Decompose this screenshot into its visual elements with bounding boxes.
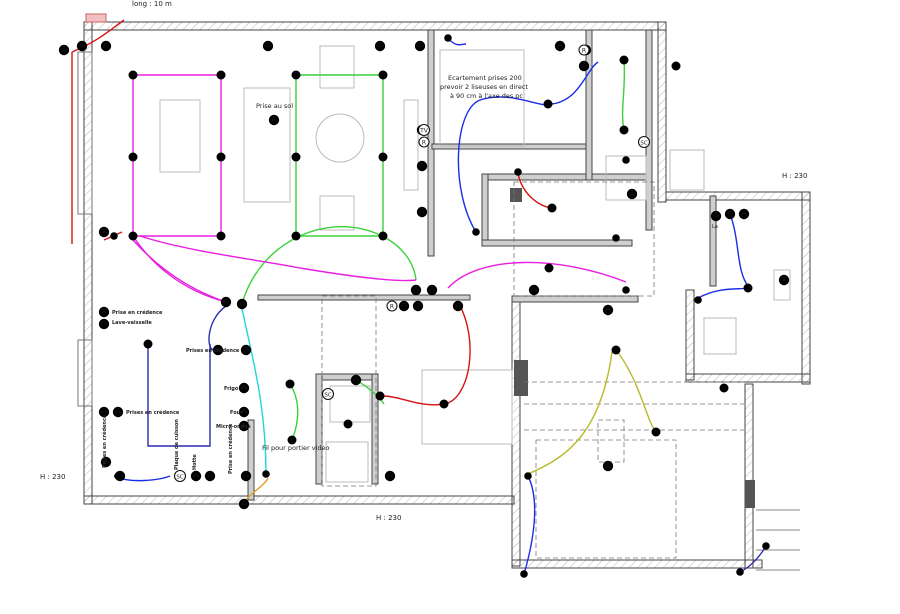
network-outlet-label-2: R: [390, 304, 394, 311]
height-left: H : 230: [40, 473, 65, 481]
furniture: [159, 45, 791, 483]
label-credence-5: Prise en crédence: [227, 423, 234, 474]
network-outlet-label-3: R: [582, 48, 586, 55]
label-oven: Four: [230, 410, 243, 416]
outer-walls: [77, 13, 811, 569]
note-spacing-2: prevoir 2 liseuses en direct: [440, 83, 528, 91]
label-hob: Plaque de cuisson: [174, 419, 180, 470]
label-hood: Hotte: [192, 454, 198, 470]
plan-title: long : 10 m: [132, 0, 172, 8]
label-microwave: Micro-ondes: [216, 424, 251, 430]
sc-outlet-label-3: SC: [640, 141, 647, 147]
note-floor-socket: Prise au sol: [256, 102, 293, 110]
note-video-wire: Fil pour portier video: [262, 444, 330, 452]
label-credence-1: Prise en crédence: [112, 309, 163, 316]
inner-walls: [247, 29, 755, 508]
label-dishwasher: Lave-vaisselle: [112, 320, 152, 326]
network-outlet-label: R: [422, 140, 426, 147]
sc-outlet-label: SC: [176, 475, 183, 481]
tv-outlet-label: TV: [419, 128, 429, 135]
height-bottom: H : 230: [376, 514, 401, 522]
lettered-symbols: TV R R R SC SC SC La: [173, 44, 718, 483]
power-sockets: [58, 40, 790, 510]
label-credence-3: Prises en crédence: [126, 409, 180, 416]
label-credence-4: Prises en crédence: [101, 414, 108, 468]
sc-outlet-label-2: SC: [324, 393, 331, 399]
height-right: H : 230: [782, 172, 807, 180]
label-fridge: Frigo: [224, 386, 239, 392]
dashed-outlines: [321, 181, 800, 571]
note-spacing-3: à 90 cm à l'axe des pc: [450, 92, 523, 100]
note-spacing-1: Ecartement prises 200: [448, 74, 522, 82]
label-credence-2: Prises en crédence: [186, 347, 240, 354]
annotations: long : 10 m H : 230 H : 230 H : 230 Ecar…: [40, 0, 807, 522]
laundry-label: La: [712, 224, 718, 230]
